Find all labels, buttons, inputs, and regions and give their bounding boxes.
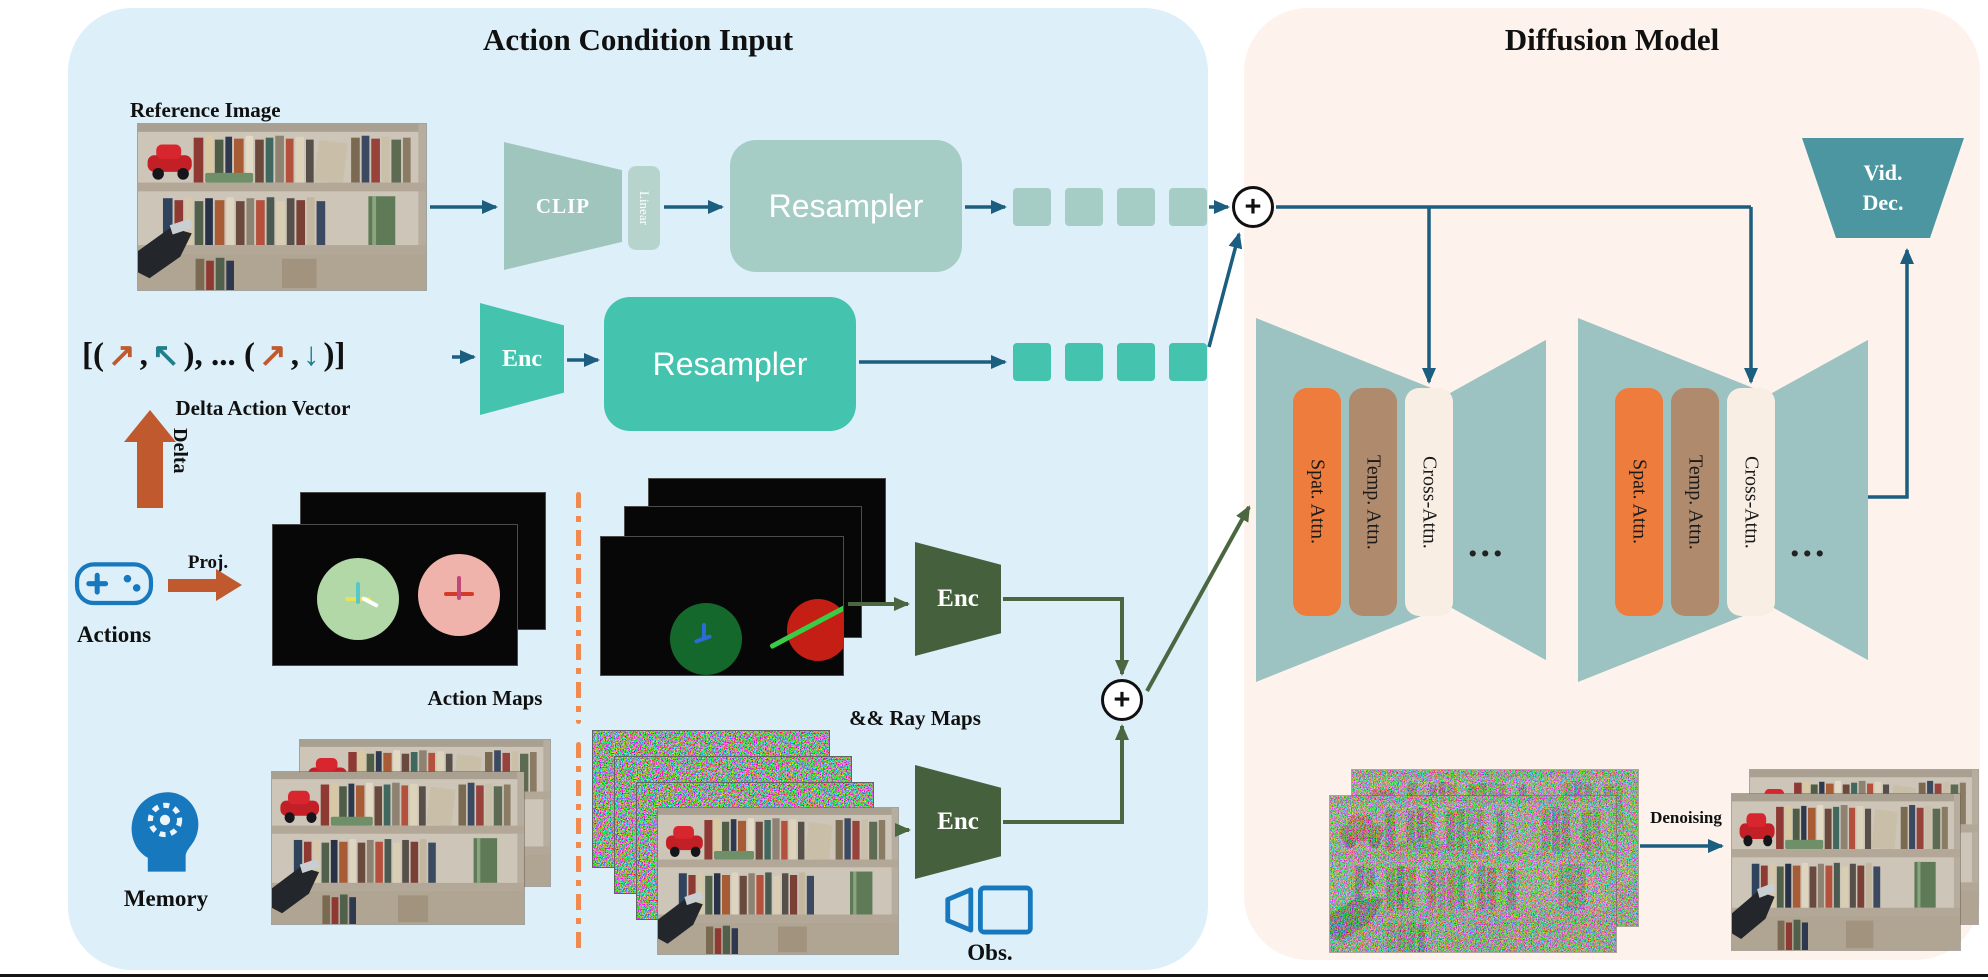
delta-arrow-label: Delta <box>169 428 191 474</box>
denoised-image-front <box>1731 793 1961 951</box>
delta-arrow-shaft <box>137 440 163 508</box>
resampler-2-label: Resampler <box>652 345 808 382</box>
resampler-1: Resampler <box>730 140 962 272</box>
action-token-3 <box>1117 343 1155 381</box>
action-map-circle-pink <box>418 554 500 636</box>
action-map-frame-front <box>272 524 518 666</box>
dv-mid: ), ... ( <box>183 336 256 373</box>
action-token-1 <box>1013 343 1051 381</box>
resampler-2: Resampler <box>604 297 856 431</box>
obs-photo-front <box>657 807 899 955</box>
denoising-label: Denoising <box>1650 808 1722 827</box>
sum-circle-top: + <box>1232 186 1274 228</box>
clip-label: CLIP <box>535 193 591 218</box>
vid-dec-line1: Vid. <box>1863 160 1903 186</box>
vid-dec-line2: Dec. <box>1862 190 1904 215</box>
ray-map-circle-green <box>670 603 742 675</box>
proj-arrow-shaft <box>168 579 218 592</box>
obs-label: Obs. <box>967 940 1013 965</box>
linear-layer: Linear <box>628 166 660 250</box>
enc-obs-label: Enc <box>937 808 979 835</box>
sum-circle-bottom: + <box>1101 679 1143 721</box>
dv-comma-1: , <box>139 336 148 373</box>
proj-label: Proj. <box>187 552 229 573</box>
actions-label: Actions <box>76 622 152 647</box>
memory-photo-front <box>271 771 525 925</box>
image-token-4 <box>1169 188 1207 226</box>
dv-arrow-teal-1: ↖ <box>151 338 180 374</box>
delta-arrow-head <box>124 410 176 442</box>
dv-arrow-teal-2: ↓ <box>302 336 320 373</box>
delta-action-vector-label: Delta Action Vector <box>175 396 351 420</box>
spat-attn-bar-2: Spat. Attn. <box>1615 388 1663 616</box>
left-panel-title: Action Condition Input <box>482 22 794 57</box>
dashed-divider-bottom <box>576 742 581 954</box>
enc-delta-label: Enc <box>501 345 542 372</box>
spat-attn-bar-1: Spat. Attn. <box>1293 388 1341 616</box>
dv-comma-2: , <box>290 336 299 373</box>
axis-cyan <box>356 582 360 604</box>
right-panel-title: Diffusion Model <box>1504 22 1720 57</box>
temp-attn-bar-1: Temp. Attn. <box>1349 388 1397 616</box>
noisy-latent-image-front <box>1329 795 1617 953</box>
ray-map-frame-front <box>600 536 844 676</box>
dv-arrow-orange-1: ↗ <box>107 338 136 374</box>
action-maps-label: Action Maps <box>427 686 543 710</box>
gamepad-icon <box>74 562 154 606</box>
action-token-2 <box>1065 343 1103 381</box>
axis-magenta <box>457 576 461 600</box>
ellipsis-block-1: ... <box>1468 523 1506 565</box>
delta-action-vector-text: [( ↗ , ↖ ), ... ( ↗ , ↓ )] <box>80 330 347 380</box>
proj-arrow-head <box>216 569 242 601</box>
dv-arrow-orange-2: ↗ <box>259 338 287 374</box>
camera-obs-icon <box>945 885 1033 935</box>
reference-image-label: Reference Image <box>130 98 281 122</box>
ray-maps-label: && Ray Maps <box>849 706 981 730</box>
figure-bottom-rule <box>0 974 1988 977</box>
cross-attn-bar-2: Cross-Attn. <box>1727 388 1775 616</box>
arrow-tokens2-to-sum <box>1207 232 1243 348</box>
memory-label: Memory <box>123 886 209 911</box>
action-token-4 <box>1169 343 1207 381</box>
resampler-1-label: Resampler <box>768 187 924 224</box>
linear-label: Linear <box>637 191 652 225</box>
enc-ray-label: Enc <box>937 585 979 612</box>
reference-image-photo <box>137 123 427 291</box>
memory-head-icon <box>131 792 199 872</box>
image-token-1 <box>1013 188 1051 226</box>
ray-axis-blue-v <box>702 623 706 639</box>
temp-attn-bar-2: Temp. Attn. <box>1671 388 1719 616</box>
dv-close: )] <box>323 336 346 373</box>
ellipsis-block-2: ... <box>1790 523 1828 565</box>
dv-open: [( <box>82 336 104 373</box>
action-map-circle-green <box>317 558 399 640</box>
image-token-3 <box>1117 188 1155 226</box>
dashed-divider-top <box>576 492 581 724</box>
cross-attn-bar-1: Cross-Attn. <box>1405 388 1453 616</box>
image-token-2 <box>1065 188 1103 226</box>
